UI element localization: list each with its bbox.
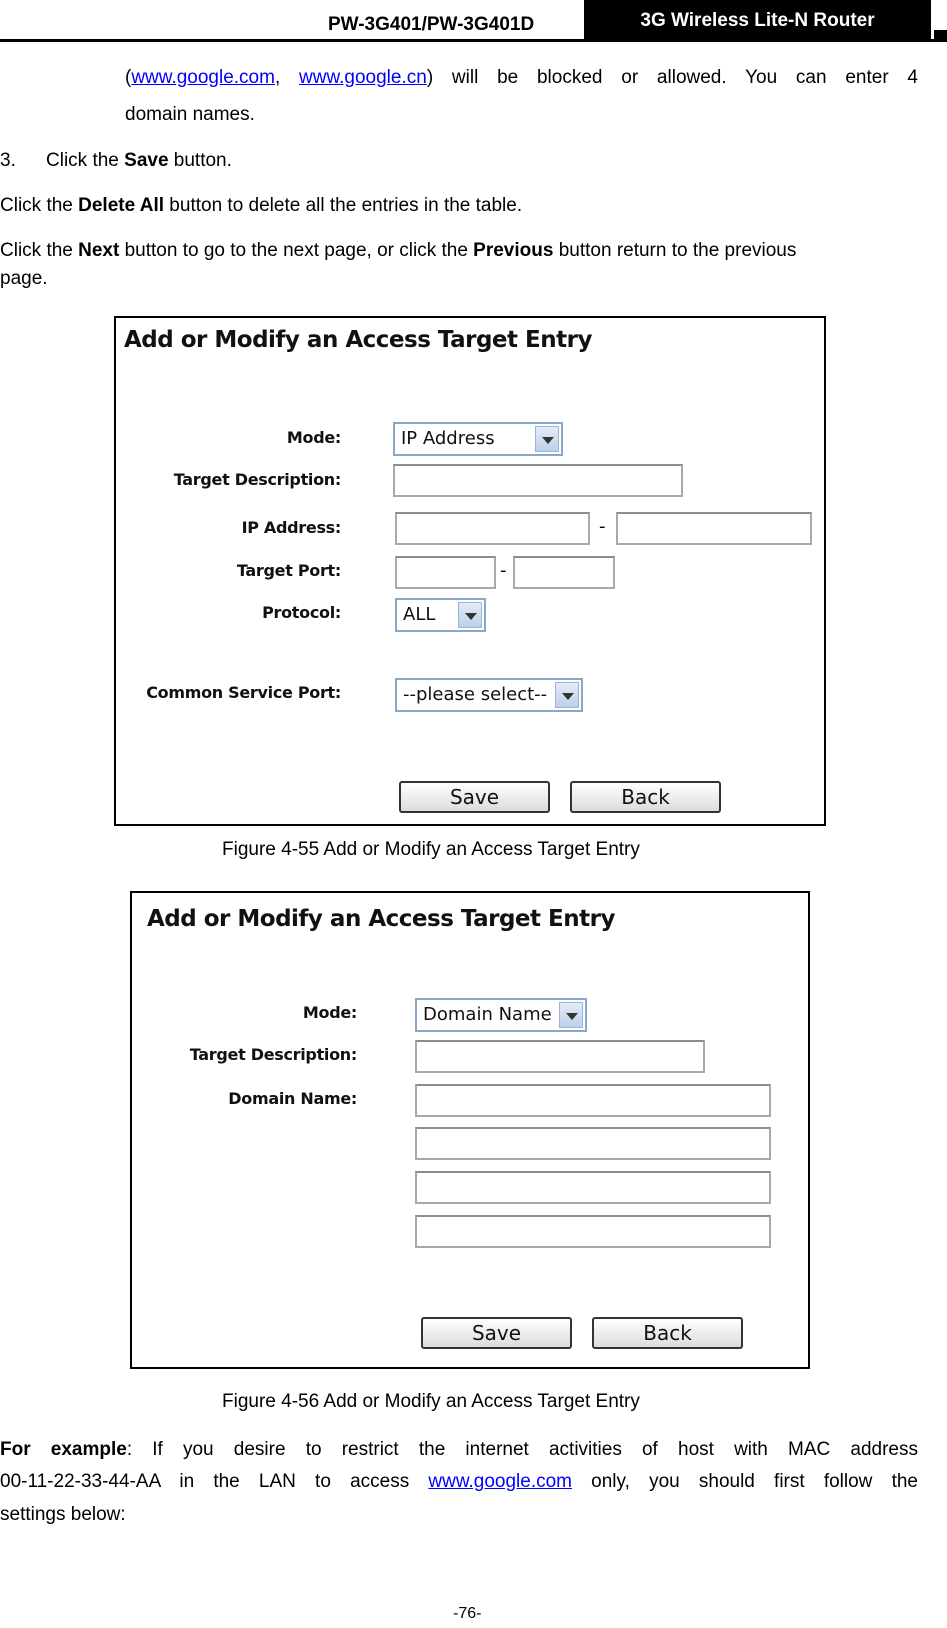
figure-4-56-screenshot: Add or Modify an Access Target Entry Mod… bbox=[130, 891, 810, 1369]
form-title: Add or Modify an Access Target Entry bbox=[124, 327, 592, 353]
domain-name-input-4[interactable] bbox=[415, 1215, 771, 1248]
domain-name-input-3[interactable] bbox=[415, 1171, 771, 1204]
save-button[interactable]: Save bbox=[421, 1317, 572, 1349]
page-header: PW-3G401/PW-3G401D 3G Wireless Lite-N Ro… bbox=[0, 0, 947, 42]
form-title: Add or Modify an Access Target Entry bbox=[147, 906, 615, 932]
example-line-2: 00-11-22-33-44-AA in the LAN to access w… bbox=[0, 1471, 918, 1492]
figure-4-56-caption: Figure 4-56 Add or Modify an Access Targ… bbox=[222, 1391, 640, 1412]
mode-label: Mode: bbox=[302, 1003, 357, 1022]
example-line-1: For example: If you desire to restrict t… bbox=[0, 1439, 918, 1460]
step-3-number: 3. bbox=[0, 150, 16, 171]
chevron-down-icon bbox=[559, 1002, 583, 1028]
step-3-text: Click the Save button. bbox=[46, 150, 232, 171]
domain-name-label: Domain Name: bbox=[228, 1089, 357, 1108]
header-rule bbox=[0, 39, 947, 42]
ip-address-end-input[interactable] bbox=[616, 512, 812, 545]
target-description-input[interactable] bbox=[415, 1040, 705, 1073]
paragraph-delete-all: Click the Delete All button to delete al… bbox=[0, 195, 523, 216]
back-button[interactable]: Back bbox=[570, 781, 721, 813]
figure-4-55-caption: Figure 4-55 Add or Modify an Access Targ… bbox=[222, 839, 640, 860]
target-description-label: Target Description: bbox=[173, 470, 342, 489]
common-service-port-label: Common Service Port: bbox=[146, 683, 341, 702]
product-name: 3G Wireless Lite-N Router bbox=[584, 0, 931, 42]
target-port-start-input[interactable] bbox=[395, 556, 496, 589]
ip-range-dash: - bbox=[599, 516, 606, 537]
paragraph-next-previous-line-1: Click the Next button to go to the next … bbox=[0, 240, 797, 261]
mode-label: Mode: bbox=[286, 428, 341, 447]
chevron-down-icon bbox=[458, 602, 482, 628]
paragraph-next-previous-line-2: page. bbox=[0, 268, 48, 289]
ip-address-label: IP Address: bbox=[241, 518, 342, 537]
chevron-down-icon bbox=[535, 426, 559, 452]
figure-4-55-screenshot: Add or Modify an Access Target Entry Mod… bbox=[114, 316, 826, 826]
intro-line-2: domain names. bbox=[125, 104, 255, 125]
port-range-dash: - bbox=[500, 560, 507, 581]
link-google-cn[interactable]: www.google.cn bbox=[299, 67, 427, 88]
back-button[interactable]: Back bbox=[592, 1317, 743, 1349]
link-google-com[interactable]: www.google.com bbox=[428, 1471, 572, 1492]
example-line-3: settings below: bbox=[0, 1504, 126, 1525]
chevron-down-icon bbox=[555, 682, 579, 708]
domain-name-input-1[interactable] bbox=[415, 1084, 771, 1117]
mode-select[interactable]: IP Address bbox=[393, 422, 563, 456]
target-description-input[interactable] bbox=[393, 464, 683, 497]
model-name: PW-3G401/PW-3G401D bbox=[328, 14, 535, 35]
header-rule-end bbox=[934, 30, 947, 42]
intro-line-1: (www.google.com, www.google.cn) will be … bbox=[125, 67, 918, 88]
protocol-label: Protocol: bbox=[262, 603, 341, 622]
target-port-end-input[interactable] bbox=[513, 556, 615, 589]
ip-address-start-input[interactable] bbox=[395, 512, 590, 545]
target-description-label: Target Description: bbox=[189, 1045, 358, 1064]
page-number: -76- bbox=[453, 1605, 482, 1622]
domain-name-input-2[interactable] bbox=[415, 1127, 771, 1160]
common-service-port-select[interactable]: --please select-- bbox=[395, 678, 583, 712]
link-google-com[interactable]: www.google.com bbox=[131, 67, 275, 88]
mode-select[interactable]: Domain Name bbox=[415, 998, 587, 1032]
protocol-select[interactable]: ALL bbox=[395, 598, 486, 632]
target-port-label: Target Port: bbox=[236, 561, 341, 580]
save-button[interactable]: Save bbox=[399, 781, 550, 813]
